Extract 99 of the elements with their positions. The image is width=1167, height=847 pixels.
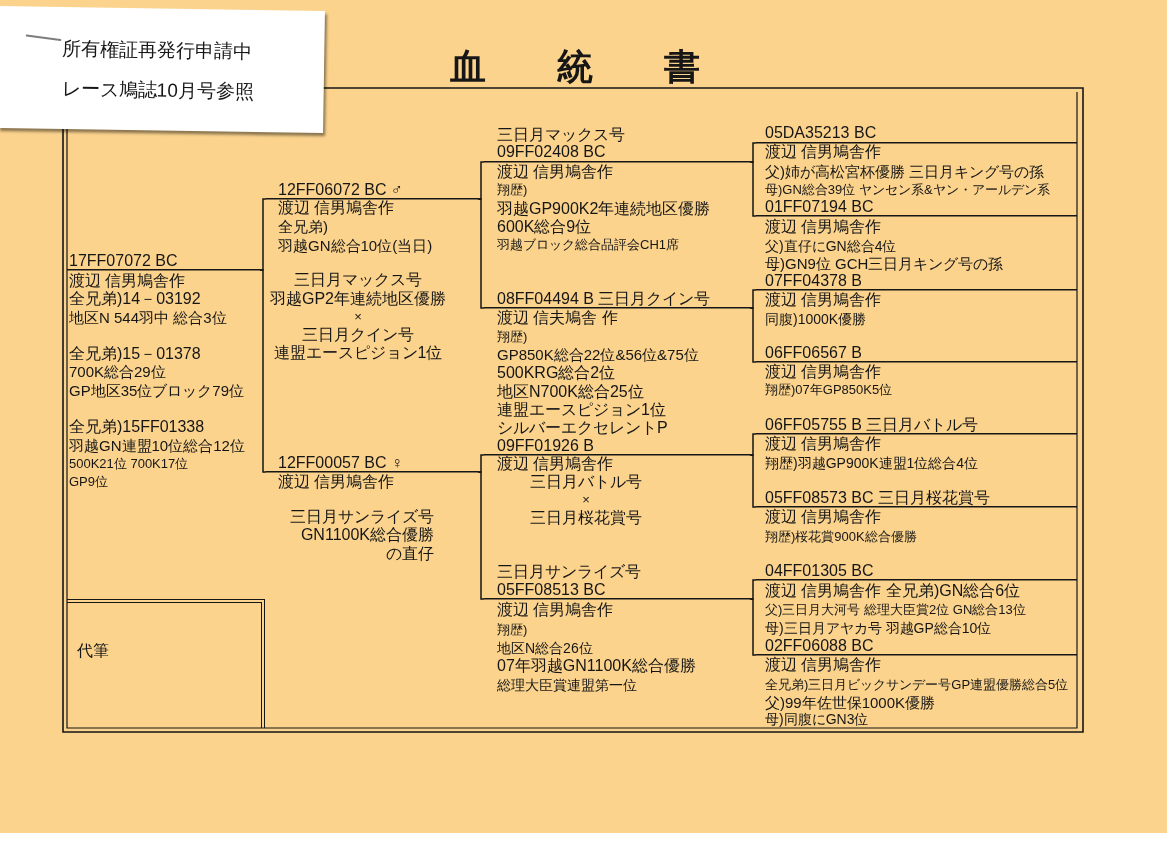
- connector-line: [749, 579, 757, 600]
- race-record: 地区N 544羽中 総合3位: [69, 310, 227, 326]
- race-record: 父)直仔にGN総合4位: [765, 238, 897, 254]
- bird-name: 三日月マックス号: [497, 126, 625, 144]
- record-heading: 全兄弟): [278, 219, 328, 235]
- record-heading: 翔歴): [497, 623, 528, 637]
- race-record: 母)GN9位 GCH三日月キング号の孫: [765, 256, 1004, 272]
- race-record: 母)三日月アヤカ号 羽越GP総合10位: [765, 620, 992, 636]
- race-record: 翔歴)桜花賞900K総合優勝: [765, 530, 917, 544]
- title: 血統書: [450, 48, 700, 84]
- race-record: 同腹)1000K優勝: [765, 311, 867, 327]
- connector-line: [477, 161, 485, 200]
- bird-name: 三日月マックス号: [294, 271, 422, 289]
- connector-line: [749, 142, 757, 163]
- ring-number: 04FF01305 BC: [765, 562, 874, 580]
- ring-number: 02FF06088 BC: [765, 637, 874, 655]
- bird-name: 三日月桜花賞号: [530, 509, 642, 527]
- breeder-name: 渡辺 信男鳩舎作: [497, 601, 614, 619]
- race-record: 600K総合9位: [497, 218, 592, 236]
- breeder-name: 渡辺 信男鳩舎作: [765, 435, 882, 453]
- ring-number: 05DA35213 BC: [765, 124, 877, 142]
- note-text: 所有権証再発行申請中: [62, 39, 253, 62]
- race-record: 連盟エースピジョン1位: [273, 344, 443, 362]
- race-record: 羽越GN連盟10位総合12位: [69, 438, 245, 454]
- cross-sign: ×: [582, 493, 590, 507]
- connector-line: [749, 454, 757, 508]
- race-record: GP9位: [69, 475, 108, 489]
- connector-line: [749, 289, 757, 309]
- race-record: 父)99年佐世保1000K優勝: [765, 695, 936, 711]
- race-record: シルバーエクセレントP: [497, 419, 668, 437]
- connector-line: [477, 198, 485, 309]
- ring-number: 06FF05755 B 三日月バトル号: [765, 416, 979, 434]
- ring-number: 05FF08573 BC 三日月桜花賞号: [765, 489, 990, 507]
- race-record: 父)姉が高松宮杯優勝 三日月キング号の孫: [765, 164, 1045, 180]
- race-record: 地区N総合26位: [497, 640, 593, 656]
- connector-line: [477, 454, 485, 473]
- bird-name: 三日月クイン号: [302, 326, 414, 344]
- connector-line: [259, 269, 267, 473]
- race-record: 07年羽越GN1100K総合優勝: [497, 657, 696, 675]
- breeder-name: 渡辺 信男鳩舎作: [497, 455, 614, 473]
- record-heading: 翔歴): [497, 183, 528, 197]
- race-record: 連盟エースピジョン1位: [497, 401, 666, 419]
- race-record: 全兄弟)14－03192: [69, 290, 201, 308]
- race-record: 羽越ブロック総合品評会CH1席: [497, 238, 679, 252]
- race-record: 翔歴)07年GP850K5位: [765, 383, 893, 397]
- breeder-name: 渡辺 信男鳩舎作 全兄弟)GN総合6位: [765, 582, 1021, 600]
- race-record: 翔歴)羽越GP900K連盟1位総合4位: [765, 455, 979, 471]
- race-record: 地区N700K総合25位: [497, 383, 644, 401]
- ring-number: 17FF07072 BC: [69, 252, 178, 270]
- ring-number: 01FF07194 BC: [765, 198, 874, 216]
- connector-line: [749, 598, 757, 656]
- bird-name: 三日月バトル号: [530, 473, 642, 491]
- race-record: GP850K総合22位&56位&75位: [497, 347, 699, 363]
- note-text: 代筆: [77, 642, 109, 660]
- record-heading: 翔歴): [497, 330, 528, 344]
- breeder-name: 渡辺 信男鳩舎作: [278, 473, 395, 491]
- race-record: GP地区35位ブロック79位: [69, 383, 245, 399]
- ring-number: 12FF00057 BC ♀: [278, 454, 403, 472]
- race-record: 父)三日月大河号 総理大臣賞2位 GN総合13位: [765, 603, 1026, 617]
- note-text: レース鳩誌10月号参照: [61, 79, 254, 102]
- ring-number: 12FF06072 BC ♂: [278, 181, 403, 199]
- connector-line: [477, 471, 485, 600]
- race-record: 全兄弟)15FF01338: [69, 418, 205, 436]
- breeder-name: 渡辺 信男鳩舎作: [765, 363, 882, 381]
- bird-name: 三日月サンライズ号: [497, 563, 641, 581]
- race-record: 母)GN総合39位 ヤンセン系&ヤン・アールデン系: [765, 183, 1050, 197]
- ring-number: 08FF04494 B 三日月クイン号: [497, 290, 711, 308]
- race-record: 全兄弟)三日月ビックサンデー号GP連盟優勝総合5位: [765, 678, 1069, 692]
- signature-box: [67, 599, 265, 728]
- race-record: 羽越GP900K2年連続地区優勝: [497, 200, 711, 218]
- breeder-name: 渡辺 信男鳩舎作: [765, 143, 882, 161]
- race-record: 700K総合29位: [69, 364, 166, 380]
- race-record: 羽越GN総合10位(当日): [278, 238, 433, 254]
- ring-number: 09FF01926 B: [497, 437, 594, 455]
- race-record: 500K21位 700K17位: [69, 457, 189, 471]
- breeder-name: 渡辺 信夫鳩舎 作: [497, 309, 618, 327]
- breeder-name: 渡辺 信男鳩舎作: [278, 199, 395, 217]
- race-record: 総理大臣賞連盟第一位: [497, 677, 637, 693]
- breeder-name: 渡辺 信男鳩舎作: [765, 656, 882, 674]
- connector-line: [259, 198, 267, 271]
- breeder-name: 渡辺 信男鳩舎作: [765, 291, 882, 309]
- race-record: 羽越GP2年連続地区優勝: [270, 290, 446, 308]
- breeder-name: 渡辺 信男鳩舎作: [497, 163, 614, 181]
- connector-line: [749, 161, 757, 217]
- race-record: 母)同腹にGN3位: [765, 711, 869, 727]
- connector-line: [749, 433, 757, 456]
- ring-number: 06FF06567 B: [765, 344, 862, 362]
- cross-sign: ×: [354, 310, 362, 324]
- race-record: 全兄弟)15－01378: [69, 345, 201, 363]
- ring-number: 05FF08513 BC: [497, 581, 606, 599]
- note-paper: [0, 6, 325, 134]
- breeder-name: 渡辺 信男鳩舎作: [69, 272, 186, 290]
- connector-line: [749, 307, 757, 363]
- ring-number: 09FF02408 BC: [497, 143, 606, 161]
- breeder-name: 渡辺 信男鳩舎作: [765, 218, 882, 236]
- ring-number: 07FF04378 B: [765, 272, 862, 290]
- breeder-name: 渡辺 信男鳩舎作: [765, 508, 882, 526]
- race-record: 500KRG総合2位: [497, 364, 616, 382]
- parentage-note: 三日月サンライズ号GN1100K総合優勝の直仔: [289, 508, 434, 564]
